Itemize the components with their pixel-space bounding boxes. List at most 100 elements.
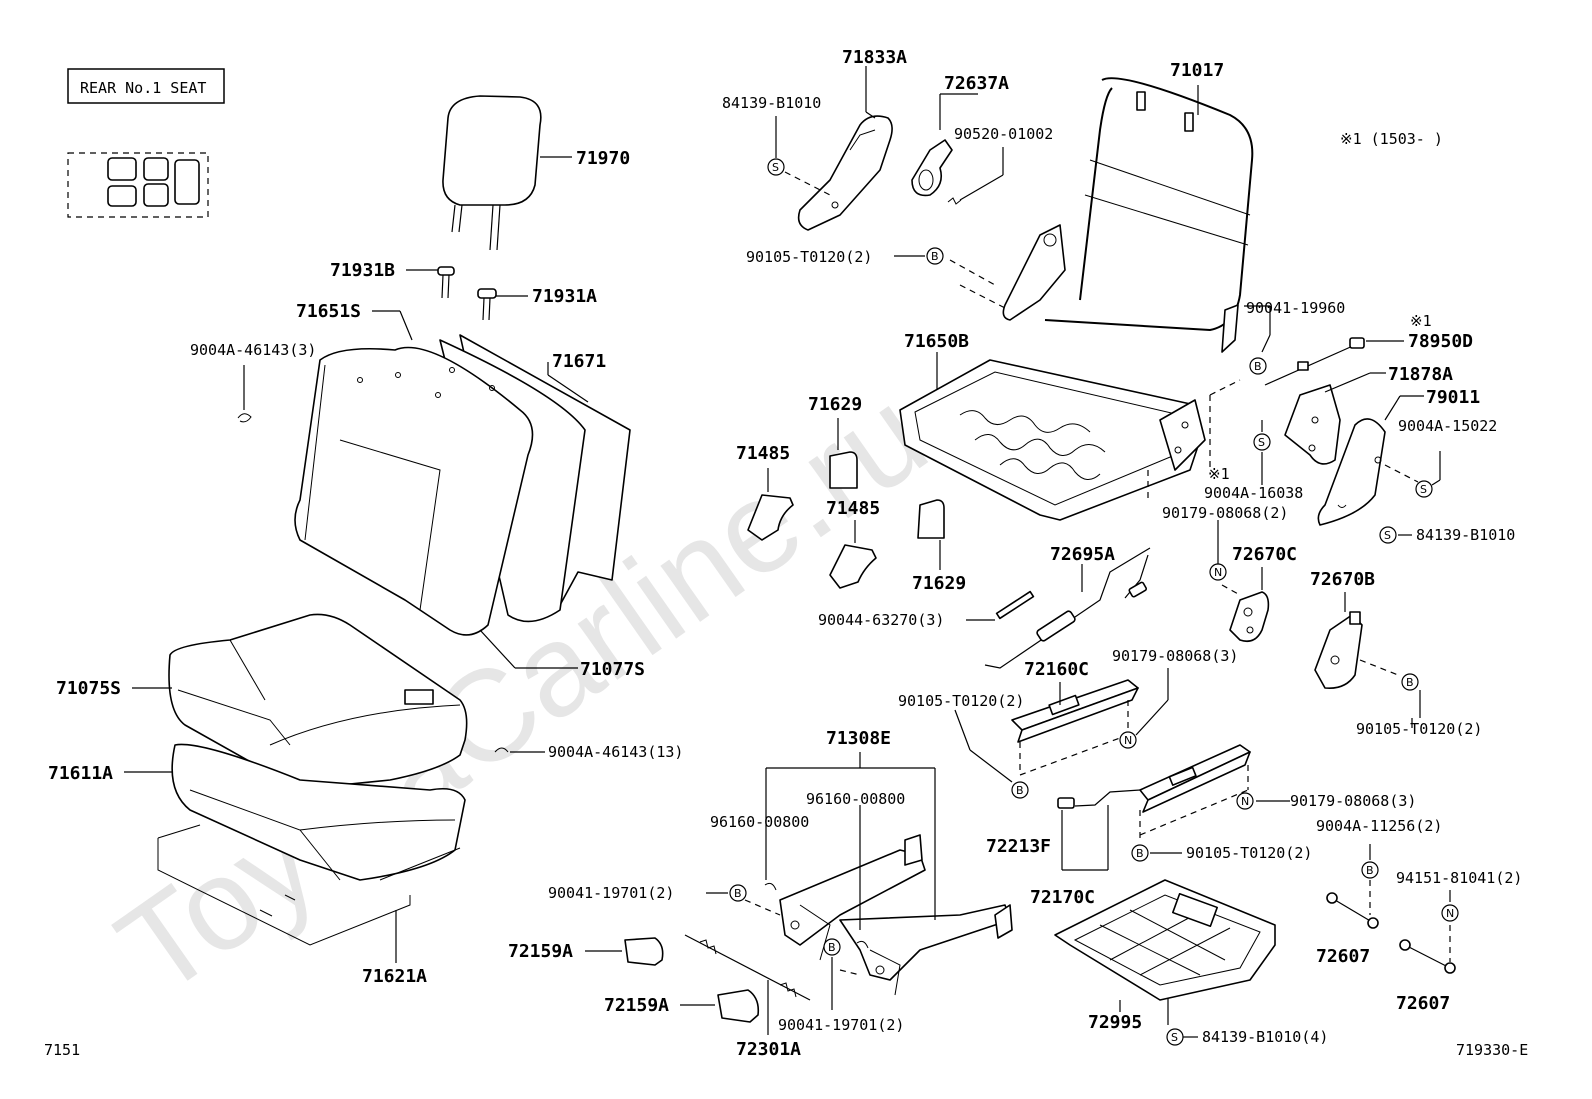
hook-72637A [911,93,978,197]
label-71017: 71017 [1170,60,1224,81]
seat-label: REAR No.1 SEAT [80,79,206,97]
svg-text:S: S [1171,1031,1178,1044]
retainer-icon [764,882,777,891]
knob-72159A-a [585,937,664,966]
label-71878A: 71878A [1388,364,1453,385]
headrest-71970 [442,95,572,251]
label-71485-a: 71485 [736,443,790,464]
label-90041-19960: 90041-19960 [1246,299,1345,317]
seat-label-box [67,68,225,104]
label-71485-b: 71485 [826,498,880,519]
label-71621A: 71621A [362,966,427,987]
cover-79011 [1317,395,1424,526]
svg-text:B: B [734,887,742,900]
label-96160-00800-a: 96160-00800 [806,790,905,808]
label-72670C: 72670C [1232,544,1297,565]
cable-72695A [984,547,1151,669]
label-71077S: 71077S [580,659,645,680]
label-71833A: 71833A [842,47,907,68]
label-90044-63270-3: 90044-63270(3) [818,611,944,629]
label-9004A-11256-2: 9004A-11256(2) [1316,817,1442,835]
adjuster-assy-71308E [779,834,1013,996]
label-90179-08068-3-a: 90179-08068(3) [1112,647,1238,665]
seatback-frame-71017 [1002,77,1254,353]
svg-text:B: B [1406,676,1414,689]
label-9004A-46143-13: 9004A-46143(13) [548,743,683,761]
label-72159A-b: 72159A [604,995,669,1016]
svg-text:N: N [1241,795,1249,808]
bracket-71878A [1284,372,1386,465]
footer-right-code: 719330-E [1456,1041,1528,1059]
label-9004A-46143-3: 9004A-46143(3) [190,341,316,359]
svg-text:N: N [1124,734,1132,747]
nut-symbol-4: N [1441,904,1459,922]
label-94151-81041-2: 94151-81041(2) [1396,869,1522,887]
label-71629-a: 71629 [808,394,862,415]
tray-72995 [1054,879,1276,1012]
svg-text:B: B [1136,847,1144,860]
label-90520-01002: 90520-01002 [954,125,1053,143]
svg-text:B: B [931,250,939,263]
nut-symbol-2: N [1119,731,1137,749]
label-90041-19701-2-b: 90041-19701(2) [778,1016,904,1034]
nut-symbol-3: N [1236,792,1254,810]
cable-tie-90044-63270 [966,590,1035,621]
label-96160-00800-b: 96160-00800 [710,813,809,831]
cover-71485-a [747,468,794,541]
svg-text:N: N [1446,907,1454,920]
cushion-sheet-71621A [157,824,461,963]
cover-71629-a [829,418,858,489]
label-72695A: 72695A [1050,544,1115,565]
label-71931B: 71931B [330,260,395,281]
label-90179-08068-3-b: 90179-08068(3) [1290,792,1416,810]
label-71629-b: 71629 [912,573,966,594]
hog-ring-icon-2 [494,747,509,753]
label-90105-T0120-b: 90105-T0120(2) [898,692,1024,710]
label-71931A: 71931A [532,286,597,307]
label-72170C: 72170C [1030,887,1095,908]
label-72607-b: 72607 [1396,993,1450,1014]
svg-text:S: S [1258,436,1265,449]
label-84139-B1010-4: 84139-B1010(4) [1202,1028,1328,1046]
label-90105-T0120-a: 90105-T0120(2) [746,248,872,266]
label-71650B: 71650B [904,331,969,352]
bolt-symbol-8: B [823,938,841,956]
seatback-cover-71651S [294,346,534,636]
label-71308E: 71308E [826,728,891,749]
headrest-guide-71931A [477,288,528,321]
label-72301A: 72301A [736,1039,801,1060]
svg-text:B: B [1016,784,1024,797]
cover-71485-b [829,520,877,589]
rod-72607-b [1399,939,1456,974]
hinge-cover-71833A [797,66,893,231]
label-note: ※1 (1503- ) [1340,130,1443,148]
label-72159A-a: 72159A [508,941,573,962]
bolt-symbol-1: B [926,247,944,265]
hog-ring-icon [237,413,252,423]
retainer-icon-2 [856,940,869,949]
label-90041-19701-2-a: 90041-19701(2) [548,884,674,902]
screw-symbol-3: S [1415,480,1433,498]
bolt-symbol-4: B [1011,781,1029,799]
label-mark1-b: ※1 [1208,465,1230,483]
label-71671: 71671 [552,351,606,372]
label-84139-B1010-right: 84139-B1010 [1416,526,1515,544]
label-mark1-a: ※1 [1410,312,1432,330]
label-71075S: 71075S [56,678,121,699]
label-71970: 71970 [576,148,630,169]
screw-symbol-1: S [767,158,785,176]
label-71651S: 71651S [296,301,361,322]
cable-78950D [1264,337,1404,386]
label-9004A-15022: 9004A-15022 [1398,417,1497,435]
svg-text:S: S [772,161,779,174]
label-72213F: 72213F [986,836,1051,857]
label-90105-T0120-d: 90105-T0120(2) [1186,844,1312,862]
bolt-symbol-6: B [1361,861,1379,879]
headrest-guide-71931B [406,266,455,299]
label-72637A: 72637A [944,73,1009,94]
screw-symbol-2: S [1253,433,1271,451]
bolt-symbol-7: B [729,884,747,902]
label-72995: 72995 [1088,1012,1142,1033]
